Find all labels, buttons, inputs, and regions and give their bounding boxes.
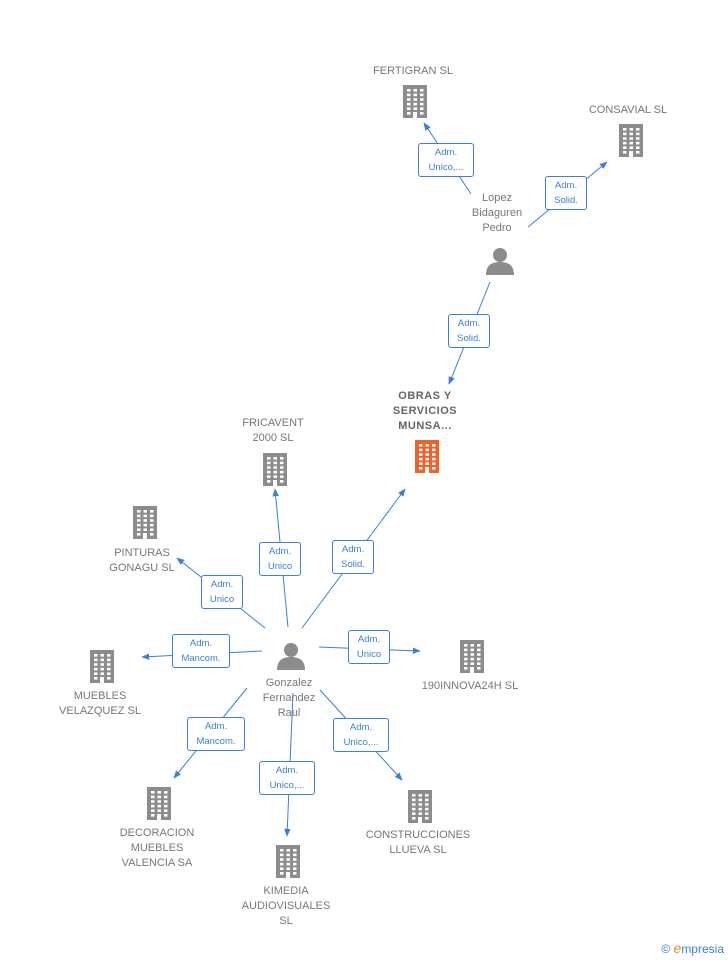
node-label-line: VALENCIA SA (121, 857, 193, 869)
edge-label-line: Adm. (275, 765, 299, 776)
node-label-kimedia[interactable]: KIMEDIA AUDIOVISUALES SL (226, 884, 346, 929)
node-label-line: AUDIOVISUALES (241, 900, 331, 912)
edge-label-gonzalez-to-innova[interactable]: Adm. Unico (348, 630, 390, 664)
edge-label-lopez-to-fertigran[interactable]: Adm. Unico,... (418, 143, 474, 177)
edge-label-line: Adm. (457, 318, 481, 329)
edge-label-line: Mancom. (196, 736, 236, 747)
node-label-line: MUEBLES (73, 690, 127, 702)
edge-label-line: Adm. (268, 546, 292, 557)
edge-label-lopez-to-obras[interactable]: Adm. Solid. (448, 314, 490, 348)
person-icon-gonzalez[interactable] (276, 642, 306, 675)
building-icon-kimedia[interactable] (273, 844, 303, 883)
node-label-line: Gonzalez (265, 677, 313, 689)
node-label-line: LLUEVA SL (389, 844, 447, 856)
edge-label-line: Adm. (341, 544, 365, 555)
node-label-line: GONAGU SL (109, 562, 175, 574)
edge-label-line: Adm. (189, 638, 213, 649)
node-label-line: VELAZQUEZ SL (59, 705, 141, 717)
node-label-line: 2000 SL (252, 432, 294, 444)
edge-label-line: Unico (209, 594, 235, 605)
node-label-line: SL (279, 915, 293, 927)
node-label-pinturas[interactable]: PINTURAS GONAGU SL (82, 546, 202, 576)
node-label-line: KIMEDIA (263, 885, 309, 897)
node-label-line: Bidaguren (471, 207, 523, 219)
edge-label-line: Solid. (554, 195, 578, 206)
edge-label-line: Unico,... (428, 162, 464, 173)
node-label-line: MUNSA... (398, 420, 452, 432)
node-label-line: FRICAVENT (242, 417, 304, 429)
node-label-line: PINTURAS (114, 547, 170, 559)
building-icon-decoracion[interactable] (144, 786, 174, 825)
building-icon-obras[interactable] (412, 439, 442, 478)
node-label-muebles[interactable]: MUEBLES VELAZQUEZ SL (40, 689, 160, 719)
edge-label-line: Adm. (554, 180, 578, 191)
edge-label-gonzalez-to-muebles[interactable]: Adm. Mancom. (172, 634, 230, 668)
brand-initial: e (673, 940, 682, 956)
node-label-line: 190INNOVA24H SL (421, 680, 519, 692)
edge-label-line: Solid. (341, 559, 365, 570)
edge-label-gonzalez-to-decoracion[interactable]: Adm. Mancom. (187, 717, 245, 751)
edge-label-line: Adm. (210, 579, 234, 590)
node-label-line: Pedro (482, 222, 512, 234)
building-icon-fertigran[interactable] (400, 84, 430, 123)
building-icon-consavial[interactable] (616, 123, 646, 162)
edge-label-line: Solid. (457, 333, 481, 344)
edge-label-gonzalez-to-obras[interactable]: Adm. Solid. (332, 540, 374, 574)
node-label-line: DECORACION (119, 827, 195, 839)
edge-label-line: Adm. (204, 721, 228, 732)
node-label-line: FERTIGRAN SL (373, 65, 453, 77)
node-label-construcciones[interactable]: CONSTRUCCIONES LLUEVA SL (358, 828, 478, 858)
edge-label-line: Adm. (357, 634, 381, 645)
node-label-consavial[interactable]: CONSAVIAL SL (568, 103, 688, 118)
person-icon-lopez[interactable] (485, 247, 515, 280)
node-label-line: CONSTRUCCIONES (365, 829, 471, 841)
edge-label-line: Unico (267, 561, 293, 572)
brand-name: mpresia (681, 942, 724, 956)
node-label-line: MUEBLES (130, 842, 184, 854)
edge-label-gonzalez-to-fricavent[interactable]: Adm. Unico (259, 542, 301, 576)
node-label-fertigran[interactable]: FERTIGRAN SL (353, 64, 473, 79)
empresia-brand[interactable]: © empresia (661, 940, 724, 956)
node-label-obras[interactable]: OBRAS Y SERVICIOS MUNSA... (365, 389, 485, 434)
copyright-icon: © (661, 942, 671, 956)
node-label-line: Fernandez (262, 692, 316, 704)
edge-label-line: Mancom. (181, 653, 221, 664)
node-label-decoracion[interactable]: DECORACION MUEBLES VALENCIA SA (97, 826, 217, 871)
edge-label-line: Adm. (349, 722, 373, 733)
edge-label-line: Adm. (434, 147, 458, 158)
node-label-line: CONSAVIAL SL (588, 104, 668, 116)
node-label-line: OBRAS Y (398, 390, 452, 402)
edge-label-line: Unico,... (343, 737, 379, 748)
edge-label-line: Unico,... (269, 780, 305, 791)
node-label-line: SERVICIOS (392, 405, 458, 417)
building-icon-construcciones[interactable] (405, 789, 435, 828)
node-label-line: Lopez (482, 192, 512, 204)
node-label-fricavent[interactable]: FRICAVENT 2000 SL (213, 416, 333, 446)
building-icon-fricavent[interactable] (260, 452, 290, 491)
building-icon-pinturas[interactable] (130, 505, 160, 544)
node-label-innova[interactable]: 190INNOVA24H SL (410, 679, 530, 694)
building-icon-innova[interactable] (457, 639, 487, 678)
edge-label-gonzalez-to-construcciones[interactable]: Adm. Unico,... (333, 718, 389, 752)
node-label-line: Raul (277, 707, 301, 719)
building-icon-muebles[interactable] (87, 649, 117, 688)
edge-label-gonzalez-to-kimedia[interactable]: Adm. Unico,... (259, 761, 315, 795)
edge-label-lopez-to-consavial[interactable]: Adm. Solid. (545, 176, 587, 210)
edge-label-gonzalez-to-pinturas[interactable]: Adm. Unico (201, 575, 243, 609)
edge-label-line: Unico (356, 649, 382, 660)
